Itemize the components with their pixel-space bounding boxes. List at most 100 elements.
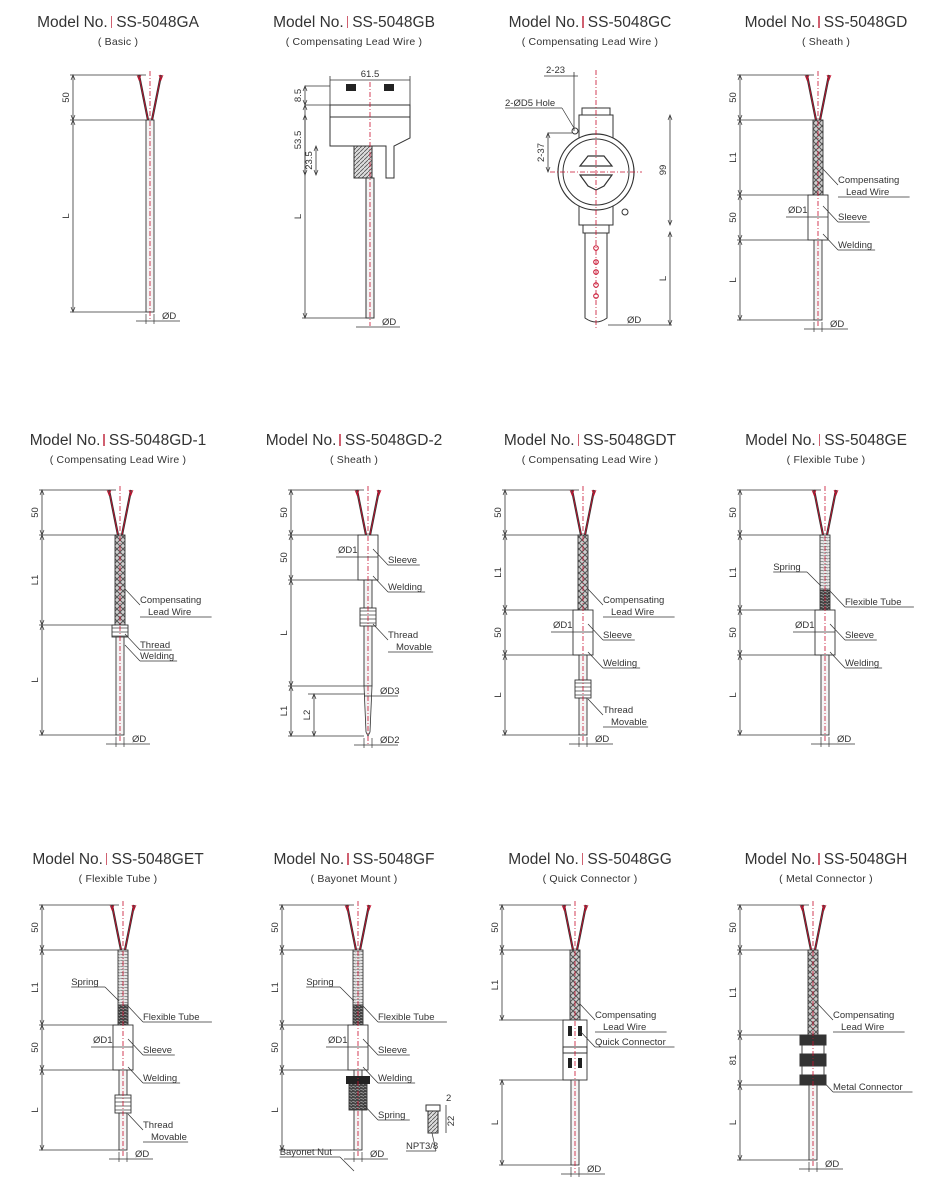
leader-line	[362, 1103, 379, 1121]
callout-label: Movable	[151, 1132, 187, 1143]
callout-label: Bayonet Nut	[280, 1147, 333, 1158]
dimension-label: 99	[658, 165, 669, 176]
model-number: SS-5048GC	[587, 14, 672, 31]
dimension-arrow	[737, 239, 743, 321]
callout-label: Metal Connector	[833, 1082, 903, 1093]
diameter-label: ØD1	[795, 620, 815, 631]
callout-label: Lead Wire	[148, 607, 191, 618]
dimension-label: L1	[728, 152, 739, 163]
model-prefix: Model No.	[508, 851, 579, 868]
dimension-label: L	[728, 692, 739, 697]
model-subtitle: ( Metal Connector )	[779, 873, 873, 885]
callout-label: Thread	[140, 640, 170, 651]
npt-thread	[427, 1110, 439, 1134]
lead-wire-core	[584, 489, 595, 536]
dimension-arrow	[39, 1069, 45, 1151]
dimension-label: L	[30, 1107, 41, 1112]
dimension-label: 2-23	[546, 65, 565, 76]
leader-line	[587, 651, 604, 669]
callout: Spring	[378, 1110, 410, 1121]
callout-label: Sleeve	[388, 555, 417, 566]
bayonet-cap	[346, 1076, 370, 1084]
dimension-arrow	[313, 145, 319, 176]
dimension-label: L1	[493, 567, 504, 578]
lead-wire-core	[813, 489, 824, 536]
diameter-label: ØD	[627, 315, 641, 326]
wire-tip-icon	[136, 74, 164, 82]
diameter-label: ØD	[132, 734, 146, 745]
callout-label: Flexible Tube	[378, 1012, 435, 1023]
callout-label: Sleeve	[838, 212, 867, 223]
callout-label: Sleeve	[143, 1045, 172, 1056]
model-prefix: Model No.	[29, 432, 101, 449]
model-subtitle: ( Compensating Lead Wire )	[49, 454, 187, 466]
callout-label: Welding	[388, 582, 422, 593]
terminal-head-drawing: L61.58.553.523.5ØD	[293, 69, 411, 328]
leader-line	[817, 1003, 834, 1021]
dimension-label: L	[61, 213, 72, 218]
callout-label: Welding	[838, 240, 872, 251]
callout: Flexible Tube	[378, 1012, 447, 1023]
leader-line	[829, 623, 846, 641]
separator	[103, 434, 105, 446]
dimension-label: 2	[446, 1093, 451, 1104]
callout: Welding	[378, 1073, 416, 1084]
callout-label: Lead Wire	[841, 1022, 884, 1033]
probe-drawing: 5050LL1ØD2ØD1SleeveWeldingThreadMovableL…	[279, 486, 434, 748]
dimension-label: 50	[728, 92, 739, 103]
model-subtitle: ( Compensating Lead Wire )	[521, 36, 659, 48]
callout-label: Spring	[378, 1110, 405, 1121]
dimension-arrow	[311, 693, 317, 737]
dimension-label: 61.5	[361, 69, 380, 80]
lead-wire-core	[814, 904, 825, 951]
separator	[347, 853, 349, 865]
leader-line	[587, 588, 604, 606]
dimension-label: 2-37	[536, 143, 547, 162]
model-number: SS-5048GH	[823, 851, 908, 868]
dimension-label: 22	[446, 1116, 457, 1127]
leader-line	[822, 205, 839, 223]
wire-tip-icon	[804, 74, 832, 82]
dimension-arrow	[302, 104, 308, 176]
diameter-label: ØD1	[93, 1035, 113, 1046]
callout: Flexible Tube	[143, 1012, 212, 1023]
dimension-arrow	[499, 1079, 505, 1166]
dimension-label: L1	[30, 575, 41, 586]
model-prefix: Model No.	[265, 432, 337, 449]
callout-label: Movable	[396, 642, 432, 653]
leader-line	[822, 168, 839, 186]
callout-label: Lead Wire	[603, 1022, 646, 1033]
sheath	[820, 654, 830, 736]
leader-line	[127, 1066, 144, 1084]
separator	[818, 434, 821, 446]
dimension-label: 50	[728, 507, 739, 518]
model-title: Model No.SS-5048GC	[472, 14, 708, 32]
leader-line	[372, 548, 389, 566]
model-prefix: Model No.	[273, 14, 344, 31]
connector-pin	[568, 1026, 572, 1036]
callout-label: Flexible Tube	[143, 1012, 200, 1023]
wire-tip-icon	[811, 489, 839, 497]
leader-line	[372, 575, 389, 593]
dimension-arrow	[737, 1084, 743, 1161]
leader-line	[806, 571, 822, 587]
leader-line	[104, 986, 120, 1002]
model-number: SS-5048GE	[824, 432, 907, 449]
dimension-label: 50	[279, 552, 290, 563]
model-title: Model No.SS-5048GH	[708, 851, 944, 869]
diameter-label: ØD	[825, 1159, 839, 1170]
leader-line	[587, 698, 604, 716]
dimension-label: 50	[493, 627, 504, 638]
leader-line	[822, 233, 839, 251]
lead-wire-core	[121, 489, 132, 536]
model-subtitle: ( Bayonet Mount )	[310, 873, 398, 885]
dimension-arrow	[545, 132, 551, 173]
leader-line	[124, 588, 141, 606]
callout-label: Welding	[603, 658, 637, 669]
